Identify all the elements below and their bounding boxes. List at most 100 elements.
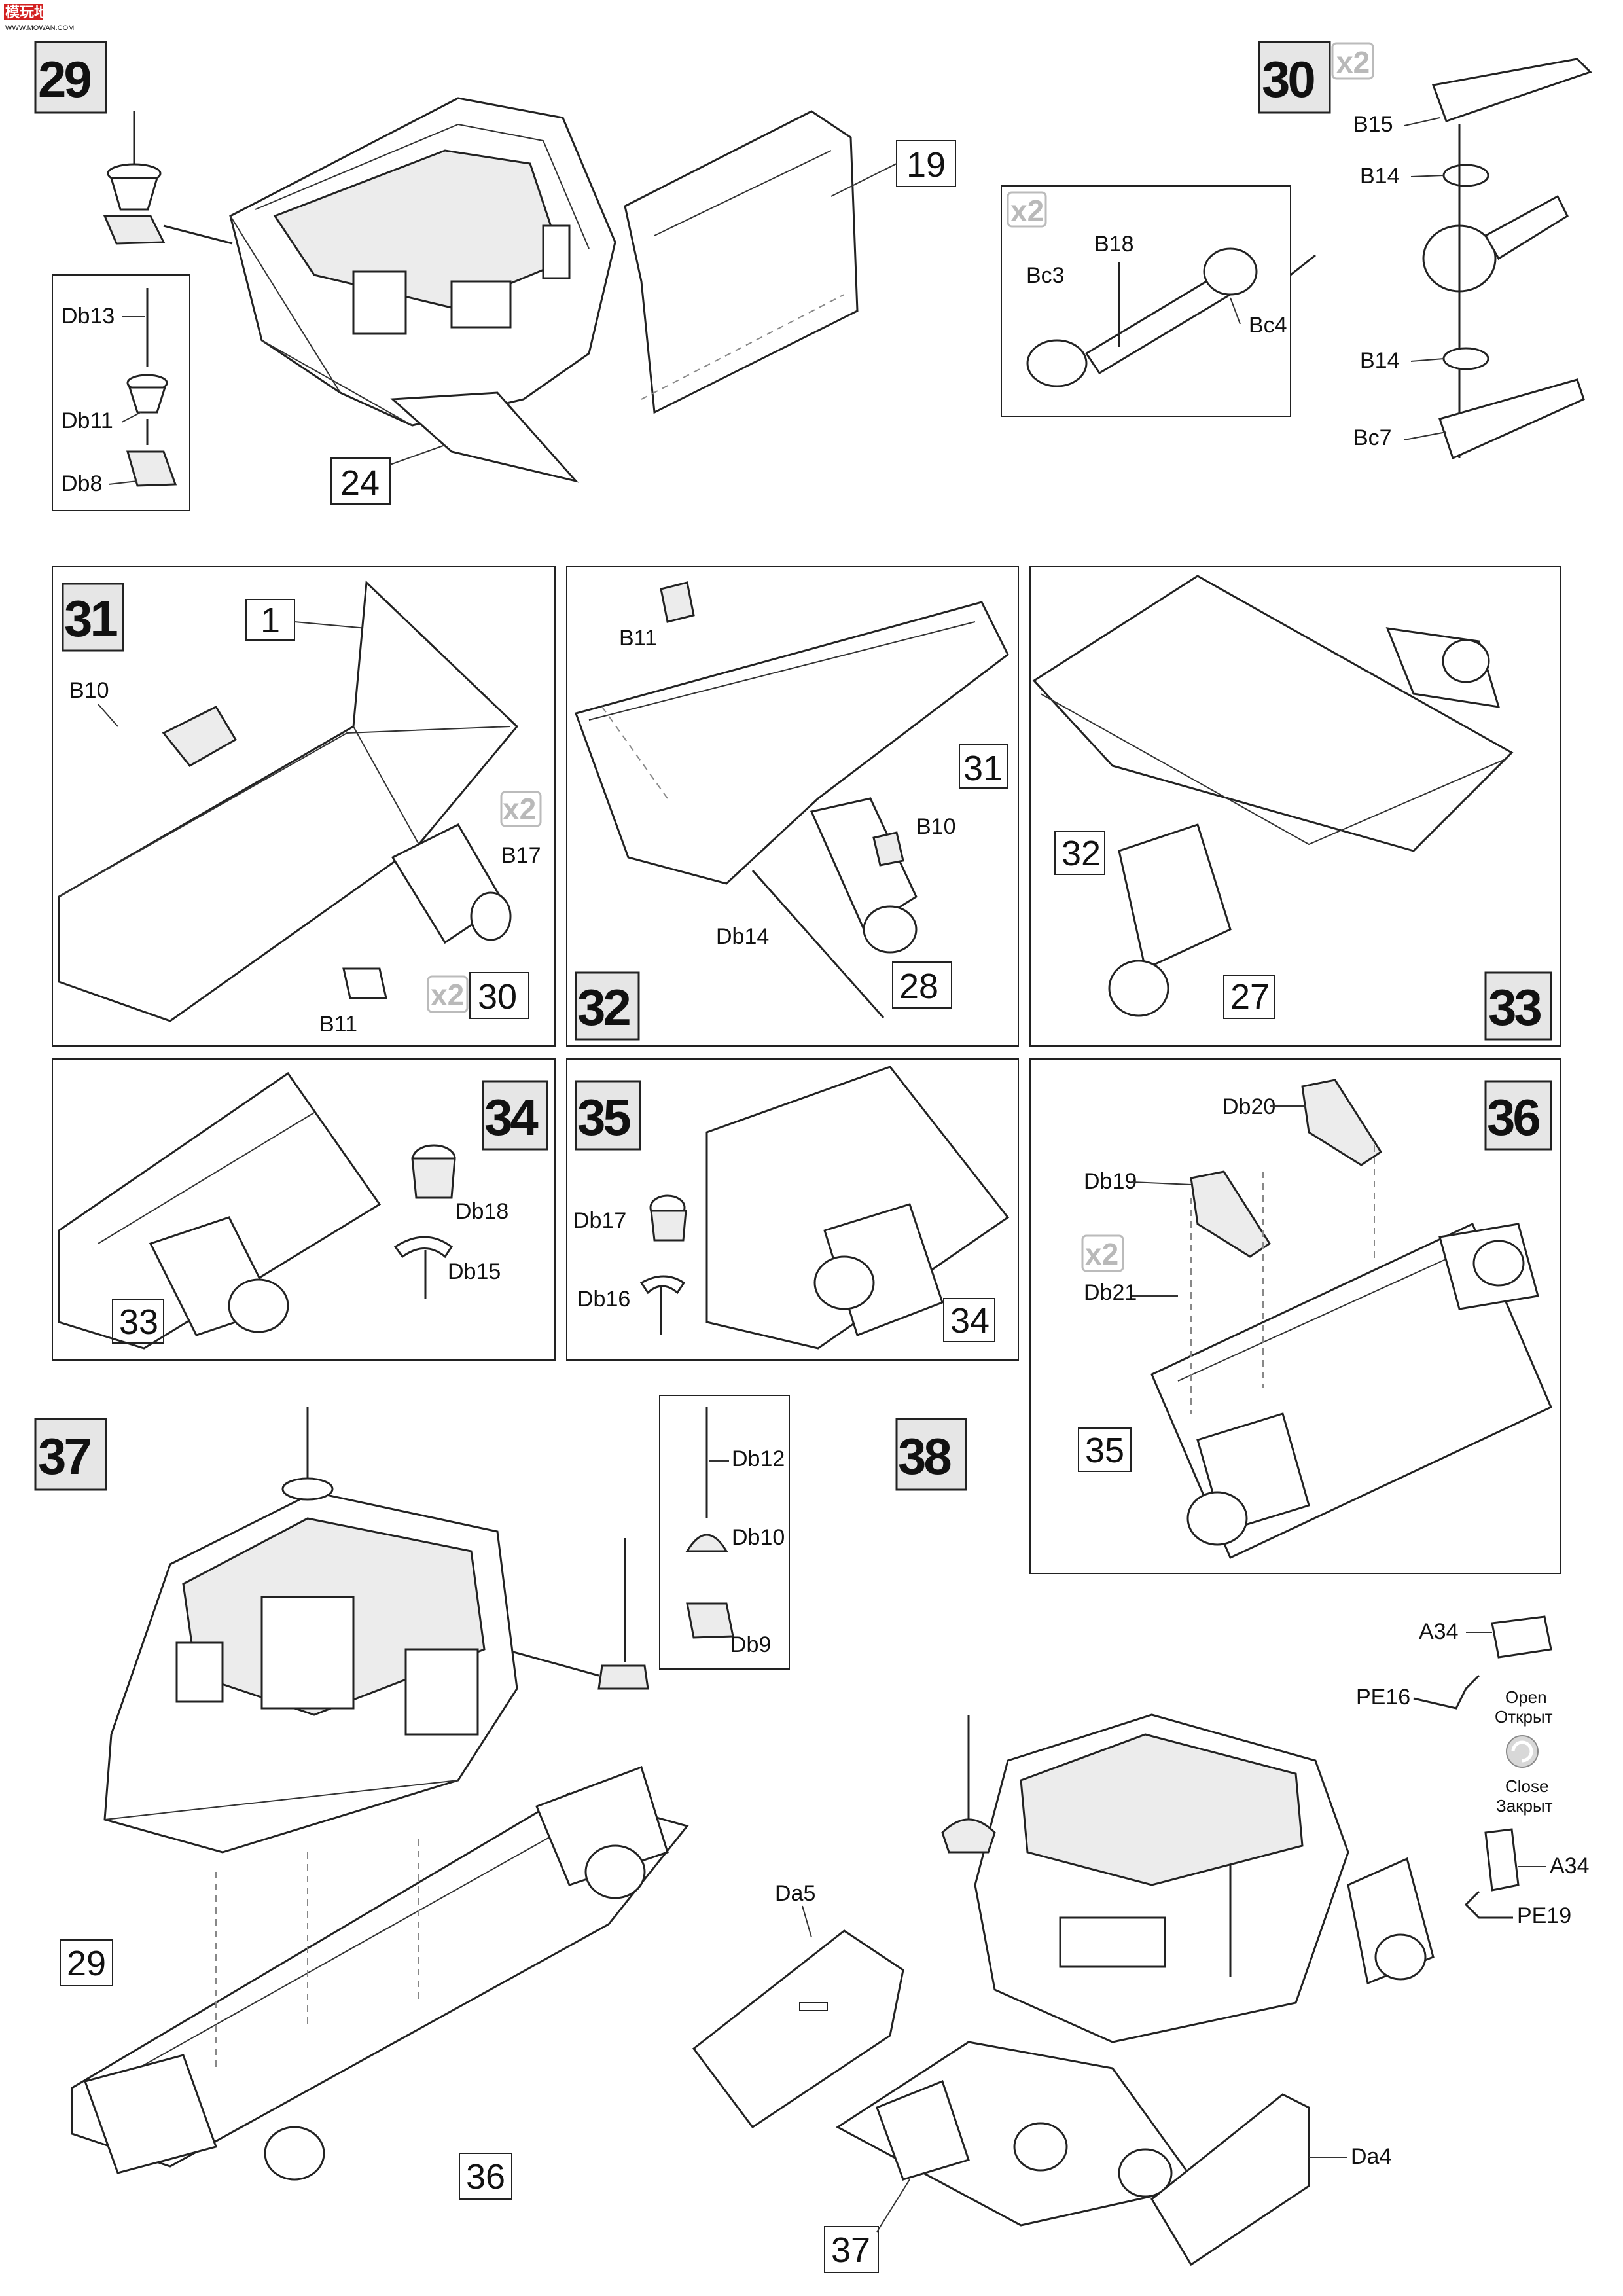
- step-35-number: 35: [577, 1088, 630, 1146]
- step-31-multiplier-b17: x2: [503, 792, 536, 826]
- label-Bc4: Bc4: [1249, 313, 1287, 338]
- label-Db11: Db11: [62, 408, 113, 433]
- step-38-number: 38: [898, 1427, 950, 1485]
- label-B15: B15: [1353, 112, 1393, 137]
- label-Db19: Db19: [1084, 1169, 1137, 1194]
- ref-32: 32: [1061, 834, 1101, 873]
- step-32-badge: [575, 971, 640, 1041]
- step-38: 38 A34 PE16 Open Открыт Close Закрыт A34…: [692, 1418, 1590, 2273]
- step-32-number: 32: [577, 978, 630, 1036]
- step-31-number: 31: [64, 590, 117, 647]
- label-Db8: Db8: [62, 471, 102, 496]
- step-36-multiplier: x2: [1085, 1237, 1118, 1271]
- brand-logo: 模玩地带 WWW.MOWAN.COM: [4, 4, 74, 32]
- step-37-inset: [659, 1395, 790, 1670]
- ref-33: 33: [119, 1302, 158, 1342]
- step-35: 35 Db17 Db16 34: [566, 1058, 1019, 1361]
- label-Db13: Db13: [62, 304, 115, 329]
- ref-34: 34: [950, 1301, 990, 1340]
- ref-28: 28: [899, 967, 938, 1006]
- label-PE16: PE16: [1356, 1685, 1410, 1710]
- ref-31: 31: [963, 749, 1003, 788]
- label-B11-s31: B11: [319, 1012, 357, 1037]
- step-30-inset: [1001, 185, 1291, 417]
- label-Db20: Db20: [1222, 1094, 1275, 1119]
- label-Bc7: Bc7: [1353, 425, 1392, 450]
- label-Da5: Da5: [775, 1881, 815, 1906]
- label-Db15: Db15: [448, 1259, 501, 1284]
- open-label-en: Open: [1505, 1687, 1547, 1707]
- step-29: 29 Db13 Db11 Db8 . 19: [34, 41, 956, 511]
- step-31-panel: [52, 566, 556, 1047]
- step-30-badge: [1258, 41, 1331, 114]
- step-37-badge: [34, 1418, 107, 1491]
- step-36-number: 36: [1487, 1088, 1539, 1146]
- label-Db17: Db17: [573, 1208, 626, 1233]
- step-31-badge: [62, 583, 124, 652]
- label-Db21: Db21: [1084, 1280, 1137, 1305]
- step-32-panel: [566, 566, 1019, 1047]
- label-B11-s32: B11: [619, 626, 657, 651]
- label-B14-top: B14: [1360, 164, 1400, 188]
- close-label-ru: Закрыт: [1496, 1796, 1553, 1816]
- step-33-number: 33: [1488, 978, 1541, 1036]
- step-33-panel: [1029, 566, 1561, 1047]
- step-35-panel: [566, 1058, 1019, 1361]
- label-B14-bottom: B14: [1360, 348, 1400, 373]
- step-34-number: 34: [484, 1088, 538, 1146]
- ref-36: 36: [466, 2157, 505, 2197]
- label-Da4: Da4: [1351, 2144, 1391, 2169]
- ref-29: 29: [67, 1944, 106, 1983]
- ref-24: 24: [340, 463, 380, 503]
- step-30-inset-multiplier: x2: [1010, 194, 1044, 228]
- step-29-inset: [52, 274, 190, 511]
- step-30: 30 x2 x2 B18 Bc3 Bc4 B15 B14 B14 Bc7: [1001, 41, 1592, 460]
- label-Db12: Db12: [732, 1446, 785, 1471]
- label-B18: B18: [1094, 232, 1134, 257]
- ref-37: 37: [831, 2231, 870, 2270]
- ref-24-box: [330, 457, 391, 505]
- label-B10-s32: B10: [916, 814, 956, 839]
- label-Db10: Db10: [732, 1525, 785, 1550]
- step-30-multiplier: x2: [1336, 45, 1370, 79]
- ref-35: 35: [1085, 1431, 1124, 1470]
- step-37-number: 37: [38, 1427, 90, 1485]
- step-34-badge: [482, 1080, 548, 1151]
- close-label-en: Close: [1505, 1776, 1548, 1796]
- label-A34-top: A34: [1419, 1619, 1459, 1644]
- step-35-badge: [575, 1080, 641, 1151]
- step-37: 37 Db12 Db10 Db9 29: [34, 1395, 790, 2200]
- label-Db18: Db18: [455, 1199, 508, 1224]
- step-31: 31 1 B10 B17 x2 B11 x2 30: [52, 566, 556, 1047]
- ref-1: 1: [260, 601, 280, 640]
- step-29-badge: [34, 41, 107, 114]
- step-31-multiplier-b11: x2: [431, 978, 464, 1012]
- label-Bc3: Bc3: [1026, 263, 1065, 288]
- ref-19: 19: [906, 145, 946, 185]
- ref-27: 27: [1230, 977, 1270, 1016]
- step-36-badge: [1484, 1080, 1552, 1151]
- step-34: Db18 Db15 33 34: [52, 1058, 556, 1361]
- label-A34-right: A34: [1550, 1854, 1590, 1878]
- step-34-panel: [52, 1058, 556, 1361]
- label-Db14: Db14: [716, 924, 769, 949]
- step-36: 36 Db20 Db19 x2 Db21 35: [1029, 1058, 1561, 1574]
- step-29-number: 29: [38, 50, 90, 108]
- open-label-ru: Открыт: [1495, 1707, 1553, 1727]
- label-PE19: PE19: [1517, 1903, 1571, 1928]
- label-Db9: Db9: [730, 1632, 771, 1657]
- step-36-panel: [1029, 1058, 1561, 1574]
- rotate-icon: [1506, 1735, 1539, 1768]
- step-38-badge: [895, 1418, 967, 1491]
- label-B17: B17: [501, 843, 541, 868]
- logo-subtext: WWW.MOWAN.COM: [5, 24, 74, 32]
- step-33: 32 27 33: [1029, 566, 1561, 1047]
- step-33-badge: [1484, 971, 1552, 1041]
- label-B10-s31: B10: [69, 678, 109, 703]
- logo-text: 模玩地带: [5, 4, 63, 20]
- label-Db16: Db16: [577, 1287, 630, 1312]
- step-30-number: 30: [1262, 50, 1314, 108]
- step-32: B11 B10 Db14 31 28 32: [566, 566, 1019, 1047]
- ref-30: 30: [478, 977, 517, 1016]
